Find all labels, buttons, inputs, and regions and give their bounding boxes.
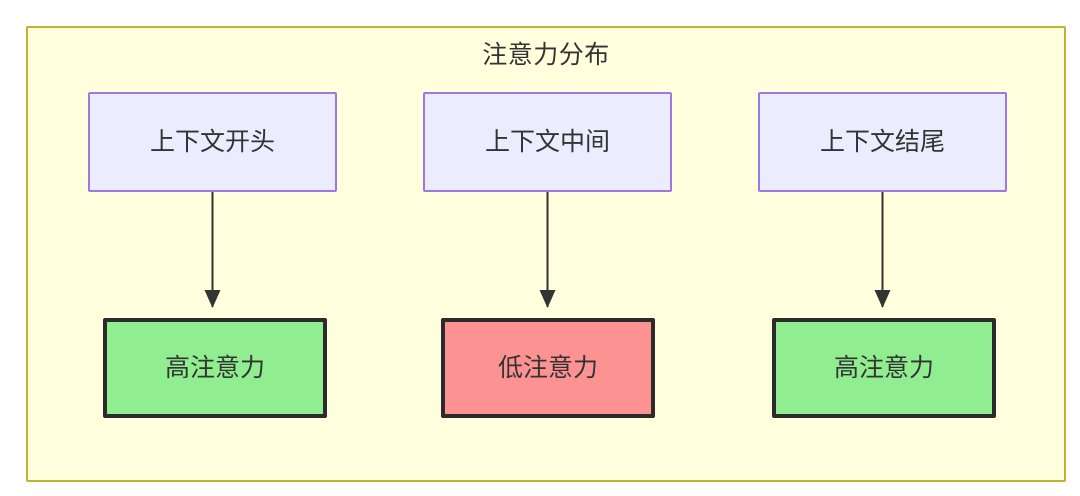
node-attention-high-end[interactable]: 高注意力 [772, 318, 996, 418]
node-context-middle[interactable]: 上下文中间 [423, 92, 672, 192]
subgraph-title: 注意力分布 [482, 41, 610, 69]
node-attention-high-start[interactable]: 高注意力 [103, 318, 327, 418]
node-attention-low-middle[interactable]: 低注意力 [441, 318, 655, 418]
node-context-end[interactable]: 上下文结尾 [758, 92, 1007, 192]
node-context-start[interactable]: 上下文开头 [88, 92, 337, 192]
